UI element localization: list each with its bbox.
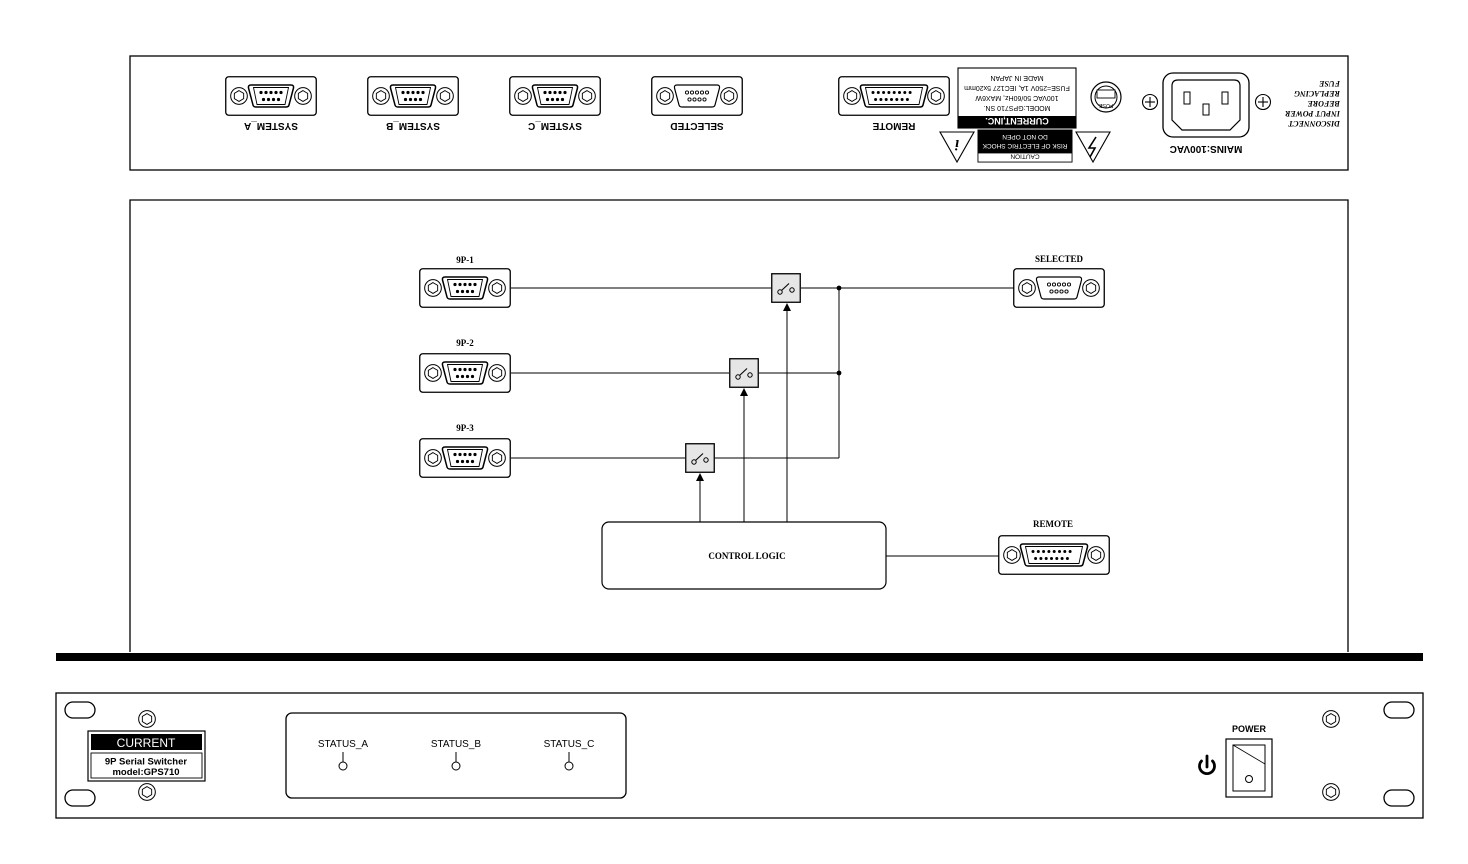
diagram-input-1: 9P-1 bbox=[420, 255, 511, 307]
svg-text:REPLACING: REPLACING bbox=[1294, 89, 1341, 98]
status-label: STATUS_A bbox=[318, 739, 369, 750]
status-panel: STATUS_A STATUS_B STATUS_C bbox=[285, 712, 627, 799]
svg-text:BEFORE: BEFORE bbox=[1308, 99, 1341, 108]
brand-name: CURRENT bbox=[117, 736, 176, 750]
rear-port-label: SYSTEM_C bbox=[528, 120, 582, 131]
power-symbol-icon bbox=[1198, 754, 1216, 775]
rear-port-label: SYSTEM_A bbox=[244, 120, 298, 131]
fuse-notice: DISCONNECT INPUT POWER BEFORE REPLACING … bbox=[1284, 79, 1341, 128]
rack-ear-slot bbox=[1383, 701, 1415, 719]
rear-port-system-c[interactable]: SYSTEM_C bbox=[510, 77, 601, 131]
rear-port-label: REMOTE bbox=[872, 120, 915, 131]
input-label: 9P-2 bbox=[456, 338, 474, 348]
input-label: 9P-3 bbox=[456, 423, 474, 433]
rear-panel: SYSTEM_A SYSTEM_B SYSTEM_C SELECTED REMO… bbox=[129, 55, 1349, 171]
db9-connector-icon bbox=[226, 77, 317, 116]
model-name: model:GPS710 bbox=[112, 767, 179, 778]
db9-female-connector-icon bbox=[1014, 269, 1105, 308]
output-label: SELECTED bbox=[1035, 254, 1084, 264]
db9-connector-icon bbox=[420, 439, 511, 478]
svg-text:INPUT POWER: INPUT POWER bbox=[1284, 109, 1341, 118]
status-led-icon bbox=[451, 761, 461, 771]
warning-info-icon bbox=[939, 131, 975, 164]
junction-dot bbox=[836, 285, 842, 291]
high-voltage-icon bbox=[1075, 131, 1111, 164]
rear-port-remote[interactable]: REMOTE bbox=[839, 77, 950, 131]
db9-connector-icon bbox=[510, 77, 601, 116]
signal-wires bbox=[511, 287, 1014, 557]
fuse-holder[interactable]: FUSE bbox=[1090, 81, 1122, 113]
status-indicator-b: STATUS_B bbox=[431, 739, 482, 771]
rack-ear-slot bbox=[64, 701, 96, 719]
relay-switch-icon bbox=[771, 273, 801, 303]
db9-connector-icon bbox=[368, 77, 459, 116]
db9-female-connector-icon bbox=[652, 77, 743, 116]
diagram-input-3: 9P-3 bbox=[420, 423, 511, 477]
status-indicator-c: STATUS_C bbox=[544, 739, 595, 771]
block-diagram: 9P-1 9P-2 9P-3 SELECTED CONTROL LOGIC RE… bbox=[129, 199, 1349, 652]
caution-line2: DO NOT OPEN bbox=[1002, 133, 1048, 140]
rear-port-label: SYSTEM_B bbox=[386, 120, 440, 131]
signal-arrows bbox=[696, 285, 842, 481]
status-led-icon bbox=[338, 761, 348, 771]
diagram-remote: REMOTE bbox=[999, 519, 1110, 574]
status-label: STATUS_C bbox=[544, 739, 595, 750]
rear-caution-label: i CAUTION RISK OF ELECTRIC SHOCK DO NOT … bbox=[939, 129, 1111, 164]
nameplate-rating: 100VAC 50/60Hz, MAX6W bbox=[975, 94, 1059, 101]
nameplate-model: MODEL:GPS710 SN. bbox=[983, 104, 1050, 111]
db15-connector-icon bbox=[999, 536, 1110, 575]
svg-text:FUSE: FUSE bbox=[1319, 79, 1341, 88]
rear-port-system-a[interactable]: SYSTEM_A bbox=[226, 77, 317, 131]
power-label: POWER bbox=[1232, 724, 1267, 734]
caution-title: CAUTION bbox=[1010, 153, 1040, 160]
control-logic-block: CONTROL LOGIC bbox=[601, 521, 887, 590]
status-indicator-a: STATUS_A bbox=[318, 739, 369, 771]
rear-port-system-b[interactable]: SYSTEM_B bbox=[368, 77, 459, 131]
section-divider bbox=[56, 653, 1423, 661]
mains-mount-screw-left bbox=[1141, 93, 1159, 111]
nameplate-brand: CURRENT,INC. bbox=[985, 116, 1049, 126]
rack-ear-slot bbox=[64, 789, 96, 807]
status-led-icon bbox=[564, 761, 574, 771]
diagram-frame bbox=[129, 199, 1349, 652]
fuse-label: FUSE bbox=[1098, 102, 1113, 108]
nameplate-origin: MADE IN JAPAN bbox=[990, 74, 1043, 81]
junction-dot bbox=[836, 370, 842, 376]
db15-connector-icon bbox=[839, 77, 950, 116]
status-label: STATUS_B bbox=[431, 739, 482, 750]
rear-nameplate: CURRENT,INC. MODEL:GPS710 SN. 100VAC 50/… bbox=[957, 67, 1077, 129]
svg-text:i: i bbox=[954, 136, 959, 152]
relay-switch-icon bbox=[729, 358, 759, 388]
diagram-input-2: 9P-2 bbox=[420, 338, 511, 392]
caution-line1: RISK OF ELECTRIC SHOCK bbox=[982, 142, 1068, 149]
relay-switch-icon bbox=[685, 443, 715, 473]
db9-connector-icon bbox=[420, 269, 511, 308]
rear-port-label: SELECTED bbox=[670, 120, 723, 131]
nameplate-fuse-rating: FUSE=250V 1A, IEC127 5x20mm bbox=[964, 84, 1070, 91]
mains-inlet[interactable]: MAINS:100VAC bbox=[1162, 72, 1250, 154]
mains-label: MAINS:100VAC bbox=[1170, 143, 1243, 154]
diagram-output-selected: SELECTED bbox=[1014, 254, 1105, 307]
power-switch[interactable] bbox=[1225, 738, 1273, 798]
rack-ear-slot bbox=[1383, 789, 1415, 807]
front-panel: CURRENT 9P Serial Switcher model:GPS710 … bbox=[55, 692, 1424, 819]
db9-connector-icon bbox=[420, 354, 511, 393]
mains-mount-screw-right bbox=[1254, 93, 1272, 111]
brand-plate: CURRENT 9P Serial Switcher model:GPS710 bbox=[87, 730, 206, 782]
front-panel-outline bbox=[55, 692, 1424, 819]
rear-port-selected[interactable]: SELECTED bbox=[652, 77, 743, 131]
svg-text:DISCONNECT: DISCONNECT bbox=[1287, 119, 1341, 128]
remote-label: REMOTE bbox=[1033, 519, 1073, 529]
input-label: 9P-1 bbox=[456, 255, 474, 265]
product-name: 9P Serial Switcher bbox=[105, 757, 188, 768]
control-logic-label: CONTROL LOGIC bbox=[708, 551, 785, 561]
